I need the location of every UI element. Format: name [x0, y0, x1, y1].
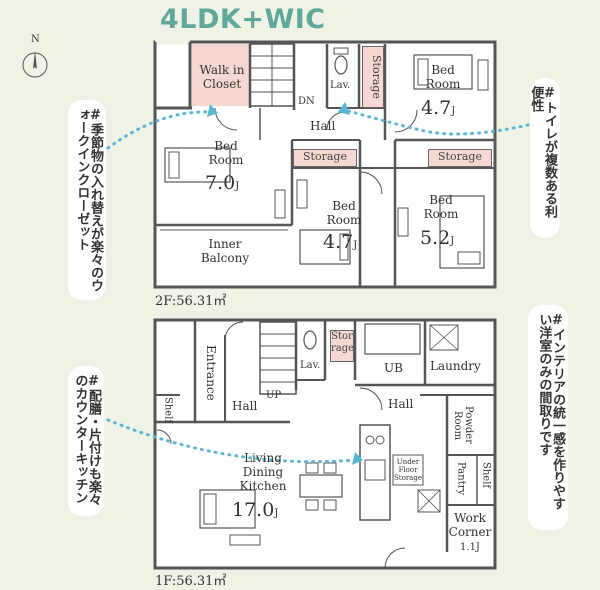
hall-1f-left: Hall: [232, 399, 258, 413]
storage-1f: Stor rage: [330, 330, 354, 362]
stairs-up-label: UP: [266, 390, 282, 401]
bed-center-size: 4.7J: [323, 231, 358, 253]
hall-1f-right: Hall: [388, 397, 414, 411]
ldk-size: 17.0J: [232, 499, 279, 521]
storage-2f-center: Storage: [293, 149, 357, 167]
storage-2f-vertical: Storage: [362, 46, 384, 108]
room-walk-in-closet: Walk in Closet: [199, 63, 245, 91]
unit-bath-label: UB: [384, 361, 403, 375]
floor1-area: 1F:56.31㎡: [155, 574, 227, 589]
room-bed-w: Bed Room: [208, 139, 244, 167]
stairs-down-label: DN: [298, 96, 315, 107]
room-bed-center: Bed Room: [326, 199, 362, 227]
under-floor-storage: Under Floor Storage: [394, 458, 422, 482]
storage-2f-east: Storage: [428, 149, 492, 167]
bed-ne-size: 4.7J: [421, 97, 456, 119]
shelf-left: Shelf: [162, 397, 174, 424]
hall-2f: Hall: [310, 119, 336, 133]
room-lav-2f: Lav.: [330, 80, 351, 91]
room-lav-1f: Lav.: [300, 360, 321, 371]
callout-line-toilet: [343, 108, 530, 136]
callout-lines: [106, 108, 530, 464]
compass-north-label: N: [31, 34, 40, 45]
callout-interior: #インテリアの統一感を作りやすい洋室のみの間取りです: [528, 305, 568, 530]
callout-line-wic: [106, 110, 212, 150]
room-ldk: Living Dining Kitchen: [239, 451, 287, 493]
inner-balcony: Inner Balcony: [200, 237, 250, 265]
shelf-right: Shelf: [480, 462, 492, 489]
wic-fill: [192, 44, 250, 106]
callout-toilet: #トイレが複数ある利便性: [528, 78, 560, 238]
bed-w-size: 7.0J: [205, 172, 240, 194]
room-bed-ne: Bed Room: [425, 63, 461, 91]
callout-kitchen: #配膳・片付けも楽々のカウンターキッチン: [68, 366, 104, 516]
bed-east-size: 5.2J: [420, 227, 455, 249]
laundry-label: Laundry: [430, 359, 481, 373]
powder-room-label: Powder Room: [452, 406, 474, 445]
room-bed-east: Bed Room: [423, 193, 459, 221]
compass-icon: [22, 51, 48, 78]
callout-line-kitchen: [106, 418, 357, 464]
floor2-area: 2F:56.31㎡: [155, 294, 227, 309]
plan-title: 4LDK+WIC: [160, 4, 326, 35]
entrance-label: Entrance: [203, 345, 218, 401]
callout-wic: #季節物の入れ替えが楽々のウォークインクローゼット: [68, 100, 106, 300]
pantry-label: Pantry: [455, 462, 467, 496]
